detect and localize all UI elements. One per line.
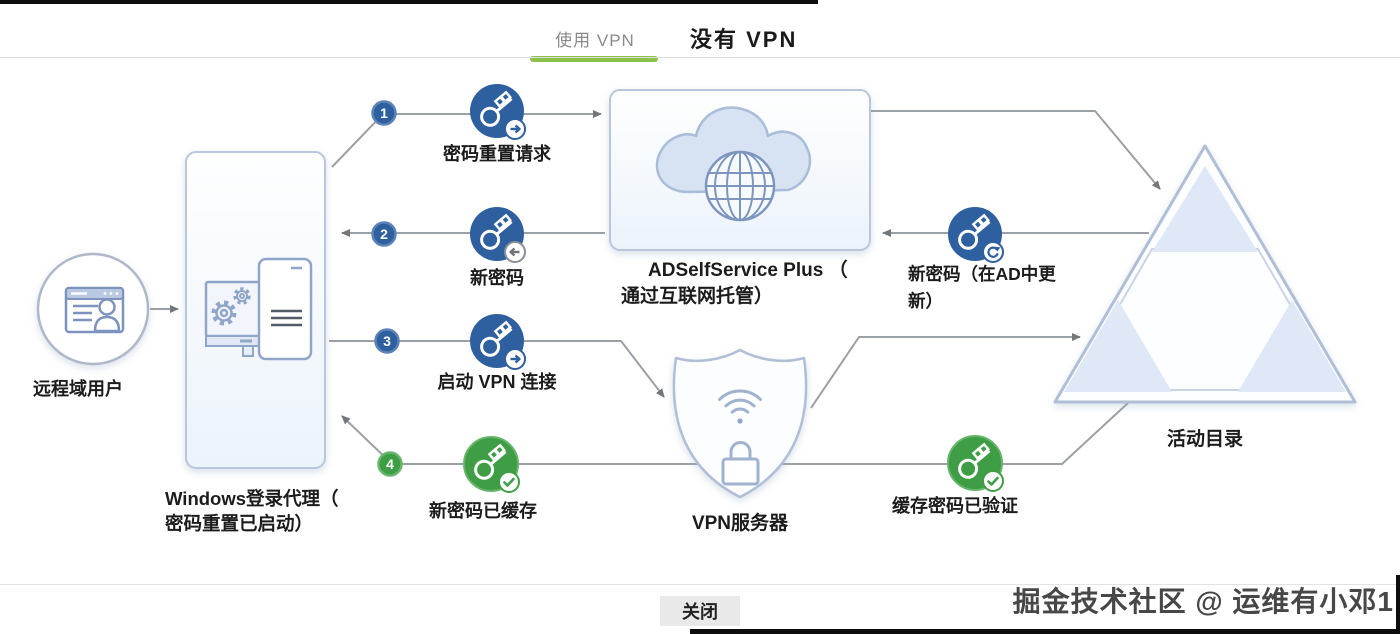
- bottom-border-bar: [690, 629, 1400, 634]
- step3-label: 启动 VPN 连接: [437, 372, 557, 392]
- header-divider: [0, 57, 1400, 58]
- key-icon-vpn-connect: [470, 314, 526, 370]
- tab-without-vpn[interactable]: 没有 VPN: [690, 27, 798, 52]
- key-icon-password-cached: [463, 436, 520, 493]
- tab-with-vpn[interactable]: 使用 VPN: [555, 31, 635, 50]
- top-border-bar: [0, 0, 818, 4]
- step1-label: 密码重置请求: [443, 144, 551, 164]
- adssp-label-line1: ADSelfService Plus （: [648, 260, 848, 281]
- svg-text:2: 2: [380, 226, 388, 242]
- key-icon-cache-verified: [947, 435, 1004, 492]
- new-password-ad-label: 新密码（在AD中更 新）: [908, 261, 1056, 315]
- close-button[interactable]: 关闭: [660, 596, 740, 626]
- watermark-text: 掘金技术社区 @ 运维有小邓1: [1012, 586, 1394, 617]
- adssp-node: [609, 89, 871, 251]
- step3-badge: 3: [374, 328, 400, 354]
- remote-user-icon: [36, 252, 150, 366]
- wifi-icon: [718, 389, 762, 424]
- new-password-ad-label-line2: 新）: [908, 291, 943, 311]
- step2-label: 新密码: [470, 268, 524, 288]
- tab-active-underline: [530, 56, 658, 62]
- svg-text:4: 4: [386, 456, 394, 472]
- step4-label: 新密码已缓存: [429, 501, 537, 521]
- windows-agent-label: Windows登录代理（ 密码重置已启动）: [165, 486, 339, 536]
- adssp-label-line2: 通过互联网托管）: [621, 286, 774, 307]
- windows-agent-node: [185, 151, 326, 469]
- vpn-server-shield-icon: [672, 348, 808, 499]
- step1-badge: 1: [371, 100, 397, 126]
- new-password-ad-label-line1: 新密码（在AD中更: [908, 264, 1056, 284]
- cached-password-verified-label: 缓存密码已验证: [892, 496, 1018, 516]
- connector-step4-cache: [391, 402, 1129, 465]
- arrow-right-badge-icon: [504, 348, 526, 370]
- remote-user-label: 远程域用户: [33, 379, 123, 399]
- active-directory-icon: [1053, 144, 1357, 404]
- vpn-server-label: VPN服务器: [691, 513, 789, 534]
- arrow-left-badge-icon: [504, 241, 526, 263]
- key-icon-ad-update: [948, 207, 1004, 263]
- phone-icon: [257, 257, 313, 361]
- connector-vpn-to-ad: [810, 333, 1081, 409]
- check-badge-icon: [498, 471, 520, 493]
- active-directory-label: 活动目录: [1166, 429, 1243, 450]
- footer-divider: [0, 584, 1400, 585]
- windows-agent-label-line1: Windows登录代理（: [165, 488, 339, 509]
- step-number-badges: 1 2 3 4: [371, 100, 403, 477]
- cloud-icon: [655, 106, 812, 222]
- key-icon-reset-request: [470, 84, 526, 140]
- lock-icon: [721, 441, 760, 486]
- check-badge-icon: [982, 470, 1004, 492]
- svg-text:3: 3: [383, 333, 391, 349]
- arrow-right-badge-icon: [504, 118, 526, 140]
- windows-agent-label-line2: 密码重置已启动）: [165, 513, 314, 534]
- refresh-badge-icon: [982, 241, 1004, 263]
- connector-lines: [150, 110, 1161, 465]
- connector-step3: [329, 340, 665, 398]
- key-icon-new-password: [470, 207, 526, 263]
- step2-badge: 2: [371, 221, 397, 247]
- right-border-bar: [1396, 575, 1400, 634]
- step4-badge: 4: [377, 451, 403, 477]
- svg-text:1: 1: [380, 105, 388, 121]
- connector-adssp-to-ad: [871, 110, 1161, 190]
